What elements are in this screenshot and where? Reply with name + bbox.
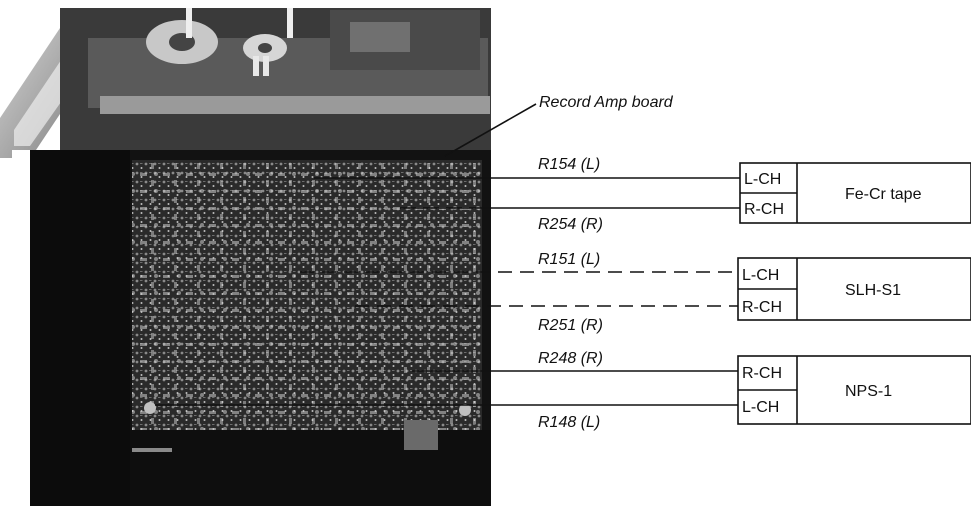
pcb-left-dark-edge [30,150,130,506]
reel-hub-right-center [258,43,272,53]
top-connector-1 [186,8,192,38]
resistor-label: R254 (R) [538,216,603,233]
resistor-label: R251 (R) [538,317,603,334]
spindle-right [263,56,269,76]
group-name: Fe-Cr tape [845,186,922,203]
channel-label: R-CH [742,299,782,316]
cable-strip [404,420,438,450]
resistor-label: R154 (L) [538,156,600,173]
resistor-label: R248 (R) [538,350,603,367]
resistor-label: R148 (L) [538,414,600,431]
head-block-detail [350,22,410,52]
deck-photo [0,8,491,506]
mechanism-bar [100,96,490,114]
group-name: SLH-S1 [845,282,901,299]
spindle-left [253,56,259,76]
group-name: NPS-1 [845,383,892,400]
channel-label: R-CH [742,365,782,382]
record-amp-board-label: Record Amp board [539,94,674,111]
channel-label: L-CH [742,267,779,284]
pcb-component-overlay [132,160,482,430]
channel-label: R-CH [744,201,784,218]
channel-label: L-CH [742,399,779,416]
pcb-label-strip [132,448,172,452]
channel-label: L-CH [744,171,781,188]
mount-screw-left [144,402,156,414]
top-connector-2 [287,8,293,38]
resistor-label: R151 (L) [538,251,600,268]
